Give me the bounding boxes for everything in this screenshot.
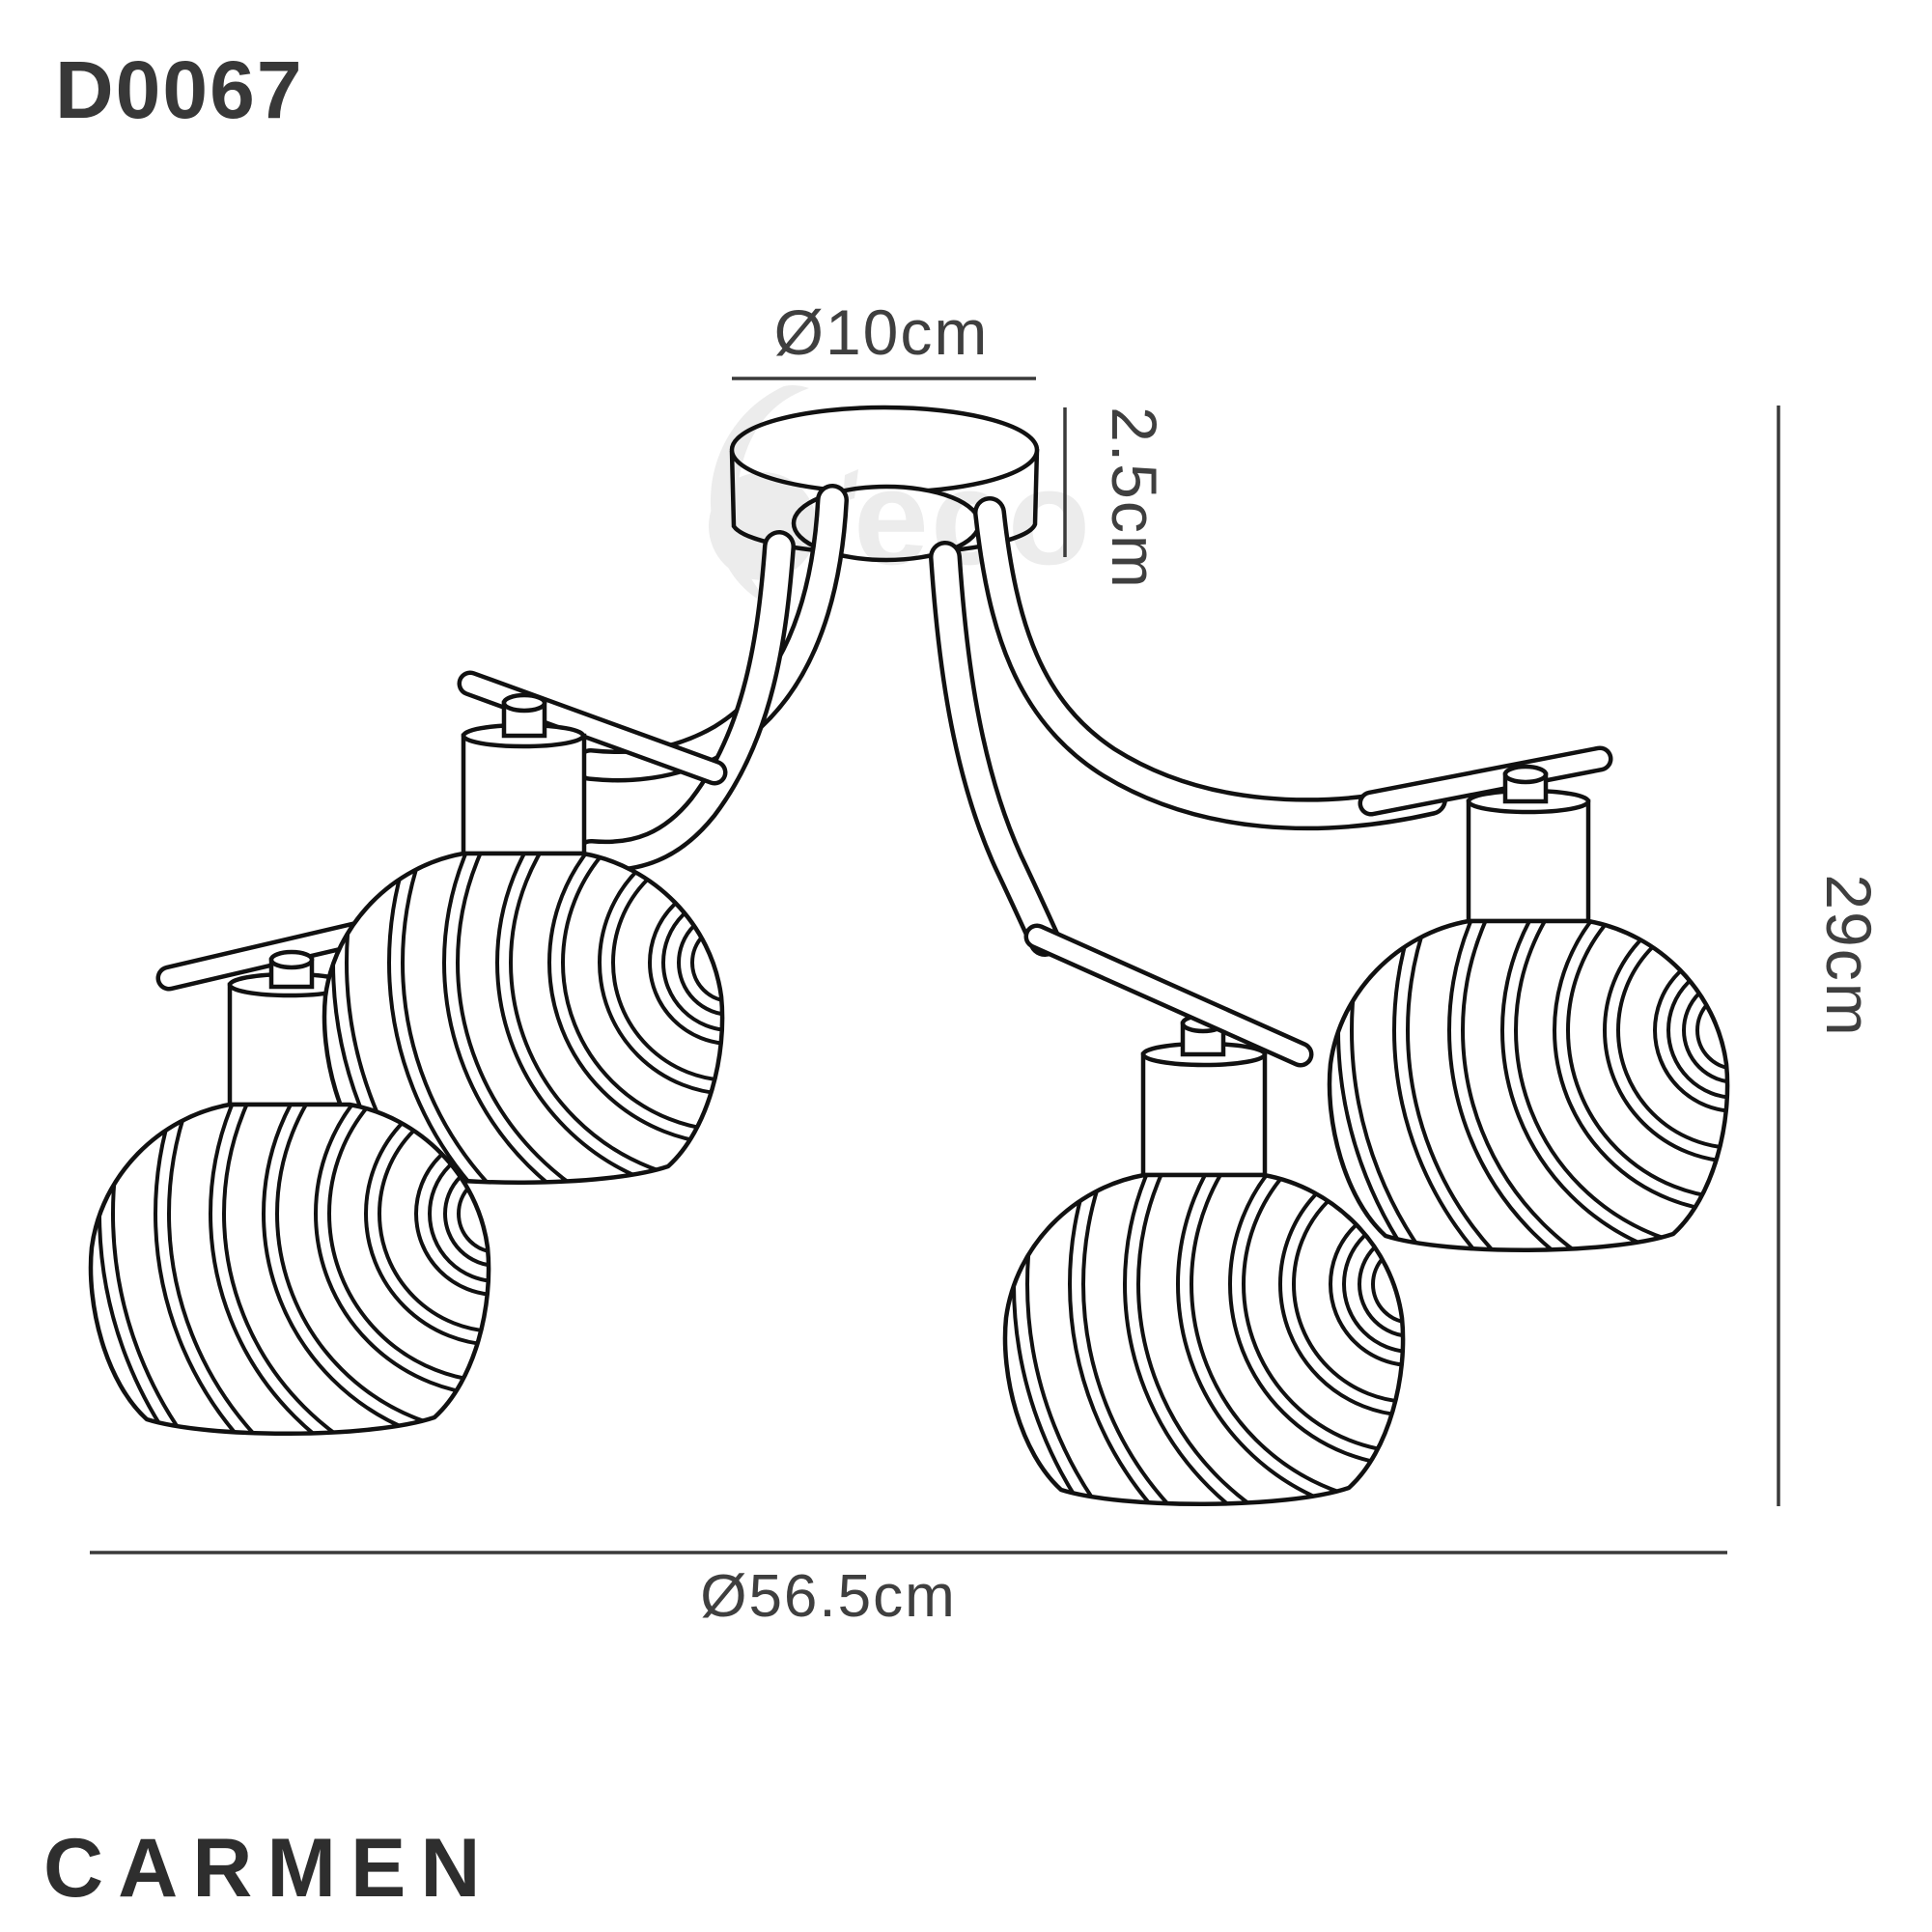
lamp-holder-2 (461, 722, 587, 856)
dimension-lines (90, 377, 1780, 1554)
fixture-arms (574, 484, 1447, 957)
holder-knob-1 (268, 949, 315, 990)
holder-knob-2 (501, 692, 547, 739)
product-name: CARMEN (43, 1822, 494, 1915)
overall-height-label: 29cm (1813, 874, 1885, 1037)
lamp-holder-3 (1140, 1041, 1268, 1178)
watermark-swoosh (710, 384, 809, 608)
lamp-rod-4 (1358, 745, 1613, 817)
arm-to-shade-4 (973, 496, 1447, 831)
arm-to-shade-3 (929, 541, 1061, 957)
lamp-holder-4 (1466, 788, 1591, 924)
product-code: D0067 (55, 44, 304, 135)
canopy-diameter-label: Ø10cm (774, 296, 990, 368)
canopy-depth-label: 2.5cm (1099, 406, 1170, 590)
watermark-text: eco (854, 441, 1092, 593)
lamp-rod-3 (1023, 923, 1314, 1068)
overall-diameter-label: Ø56.5cm (700, 1563, 957, 1630)
holder-knob-4 (1502, 764, 1549, 804)
